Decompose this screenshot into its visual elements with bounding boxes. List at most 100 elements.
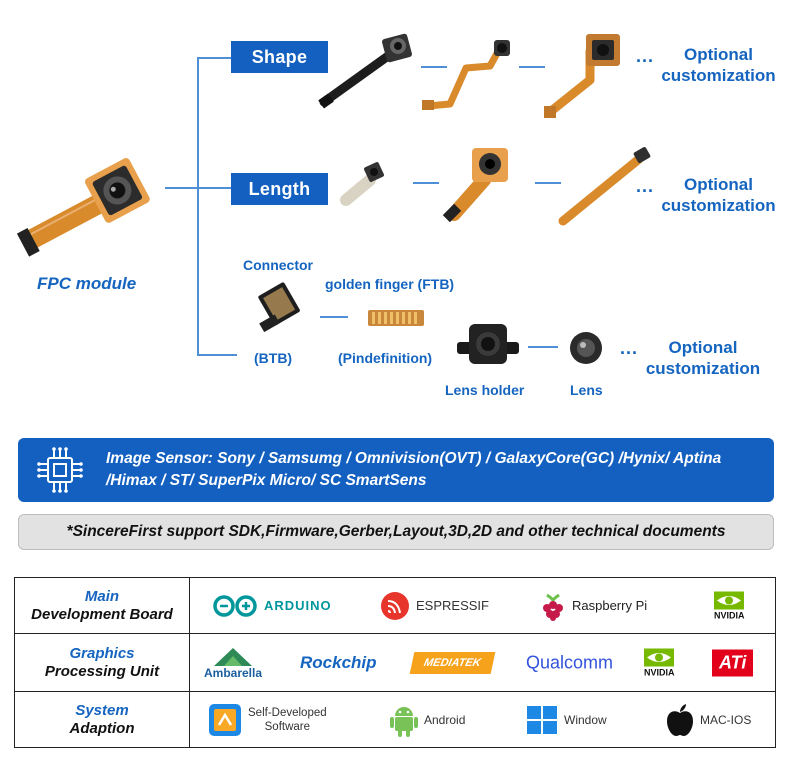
- fpc-length-image-1: [340, 162, 384, 206]
- logo-cell: Ambarella Rockchip MEDIATEK Qualcomm NVI: [189, 633, 776, 692]
- qualcomm-text: Qualcomm: [526, 652, 614, 672]
- fpc-shape-image-2: [422, 40, 510, 110]
- qualcomm-logo: Qualcomm: [526, 652, 613, 673]
- mediatek-text: MEDIATEK: [409, 651, 495, 674]
- support-documents-banner: *SincereFirst support SDK,Firmware,Gerbe…: [18, 514, 774, 550]
- nvidia-text: NVIDIA: [644, 667, 675, 677]
- nvidia-eye-icon: [644, 648, 675, 666]
- optional-line2: customization: [661, 196, 776, 215]
- ambarella-icon: [214, 647, 253, 666]
- optional-customization-label: Optional customization: [652, 44, 785, 86]
- espressif-logo: ESPRESSIF: [380, 591, 489, 621]
- ftb-label: golden finger (FTB): [325, 276, 455, 292]
- optional-line1: Optional: [668, 338, 738, 357]
- arduino-text: ARDUINO: [264, 598, 332, 613]
- ambarella-text: Ambarella: [204, 665, 263, 680]
- row-header-gpu: Graphics Processing Unit: [14, 633, 190, 692]
- btb-connector-image: [258, 282, 300, 333]
- optional-dots: ...: [636, 46, 655, 66]
- optional-dots: ...: [620, 338, 639, 358]
- fpc-module-image: [16, 158, 150, 257]
- software-box-icon: [209, 703, 241, 736]
- rockchip-text: Rockchip: [300, 652, 377, 672]
- row-header-line2: Processing Unit: [44, 662, 160, 680]
- length-label: Length: [231, 173, 328, 205]
- mac-ios-text: MAC-IOS: [700, 712, 752, 727]
- software-text: Software: [264, 720, 311, 733]
- windows-text: Window: [564, 712, 607, 727]
- row-header-line2: Development Board: [31, 605, 173, 623]
- connector-line: [197, 187, 231, 189]
- connector-line: [197, 354, 237, 356]
- row-header-line1: Main: [84, 587, 120, 605]
- rockchip-logo: Rockchip: [300, 653, 377, 673]
- table-row: Main Development Board ARDUINO: [14, 577, 776, 634]
- row-header-main-board: Main Development Board: [14, 577, 190, 634]
- nvidia-text: NVIDIA: [714, 610, 745, 620]
- row-header-system: System Adaption: [14, 691, 190, 748]
- optional-line2: customization: [645, 359, 761, 378]
- connector-line: [165, 187, 198, 189]
- lens-image: [570, 332, 602, 364]
- lens-holder-label: Lens holder: [445, 382, 525, 398]
- optional-line1: Optional: [684, 45, 753, 64]
- row-header-line2: Adaption: [69, 719, 135, 737]
- self-developed-software-logo: Self-Developed Software: [208, 703, 327, 737]
- windows-icon: [527, 705, 557, 734]
- apple-icon: [667, 703, 693, 736]
- connector-line: [197, 57, 231, 59]
- optional-customization-label: Optional customization: [636, 337, 770, 379]
- connector-line: [320, 316, 348, 318]
- image-sensor-banner: Image Sensor: Sony / Samsumg / Omnivisio…: [18, 438, 774, 502]
- ati-logo: ATi: [712, 649, 754, 676]
- nvidia-logo: NVIDIA: [644, 648, 675, 677]
- nvidia-logo: NVIDIA: [714, 591, 745, 620]
- espressif-text: ESPRESSIF: [416, 598, 489, 613]
- espressif-icon: [381, 591, 409, 620]
- lens-holder-image: [457, 324, 519, 364]
- fpc-length-image-3: [558, 147, 651, 226]
- arduino-icon: [213, 594, 257, 617]
- mac-ios-logo: MAC-IOS: [666, 703, 751, 737]
- raspberry-pi-icon: [543, 593, 563, 621]
- btb-label: (BTB): [254, 350, 293, 366]
- optional-dots: ...: [636, 176, 655, 196]
- pindefinition-label: (Pindefinition): [338, 350, 433, 366]
- mediatek-logo: MEDIATEK: [409, 651, 495, 674]
- image-sensor-text: Image Sensor: Sony / Samsumg / Omnivisio…: [106, 450, 722, 489]
- fpc-shape-image-1: [318, 33, 412, 109]
- optional-line2: customization: [661, 66, 776, 85]
- windows-logo: Window: [526, 705, 607, 735]
- chip-icon: [37, 447, 83, 493]
- fpc-module-label: FPC module: [37, 274, 137, 293]
- shape-label: Shape: [231, 41, 328, 73]
- row-header-line1: Graphics: [69, 644, 135, 662]
- raspberry-pi-logo: Raspberry Pi: [540, 591, 647, 621]
- row-header-line1: System: [75, 701, 129, 719]
- connector-title: Connector: [243, 257, 313, 273]
- ambarella-logo: Ambarella: [204, 646, 262, 680]
- connector-line: [535, 182, 561, 184]
- connector-line: [413, 182, 439, 184]
- table-row: Graphics Processing Unit Ambarella Rockc…: [14, 633, 776, 692]
- arduino-logo: ARDUINO: [212, 594, 332, 618]
- fpc-length-image-2: [442, 148, 508, 223]
- ati-text: ATi: [712, 649, 754, 676]
- connector-line: [197, 57, 199, 355]
- optional-line1: Optional: [684, 175, 753, 194]
- optional-customization-label: Optional customization: [652, 174, 785, 216]
- logo-cell: Self-Developed Software Android: [189, 691, 776, 748]
- ftb-golden-finger-image: [368, 310, 424, 326]
- raspberry-pi-text: Raspberry Pi: [572, 598, 648, 613]
- android-text: Android: [424, 712, 466, 727]
- logo-cell: ARDUINO ESPRESSIF Rasp: [189, 577, 776, 634]
- fpc-shape-image-3: [544, 34, 620, 118]
- android-icon: [390, 706, 418, 737]
- self-developed-text: Self-Developed: [248, 706, 327, 719]
- connector-line: [421, 66, 447, 68]
- lens-label: Lens: [570, 382, 603, 398]
- connector-line: [528, 346, 558, 348]
- nvidia-eye-icon: [714, 591, 745, 609]
- connector-line: [519, 66, 545, 68]
- android-logo: Android: [390, 703, 465, 737]
